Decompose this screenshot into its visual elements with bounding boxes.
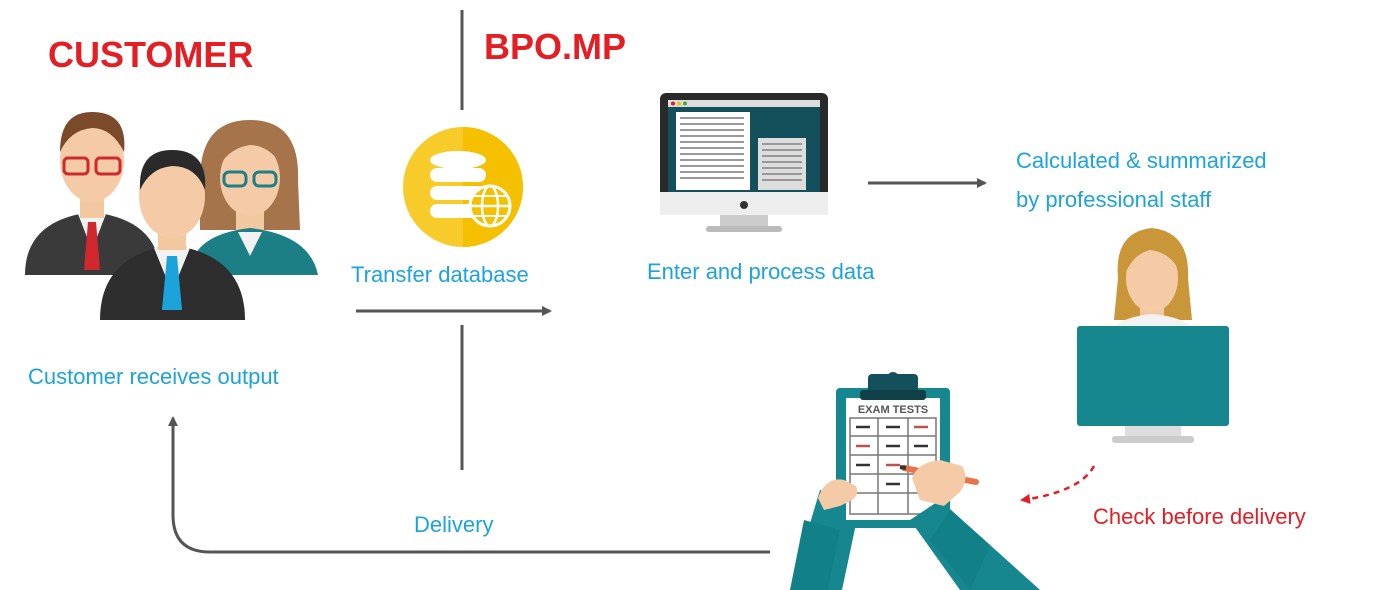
customer-receives-label: Customer receives output: [28, 364, 279, 389]
bpo-heading: BPO.MP: [484, 26, 627, 67]
computer-monitor-icon: [660, 93, 828, 232]
clipboard-title: EXAM TESTS: [858, 404, 928, 416]
customer-group-icon: [25, 112, 318, 320]
exam-clipboard-icon: EXAM TESTS: [790, 372, 1040, 590]
staff-woman-icon: [1077, 228, 1229, 443]
arrow-delivery-return: [168, 416, 770, 554]
check-before-delivery-label: Check before delivery: [1093, 504, 1306, 529]
calculated-label-line1: Calculated & summarized: [1016, 148, 1267, 173]
enter-process-label: Enter and process data: [647, 259, 875, 284]
customer-heading: CUSTOMER: [48, 34, 254, 75]
delivery-label: Delivery: [414, 512, 494, 537]
database-globe-icon: [403, 127, 523, 247]
arrow-check-dashed: [1020, 465, 1096, 504]
calculated-label-line2: by professional staff: [1016, 187, 1212, 212]
transfer-database-label: Transfer database: [351, 262, 529, 287]
